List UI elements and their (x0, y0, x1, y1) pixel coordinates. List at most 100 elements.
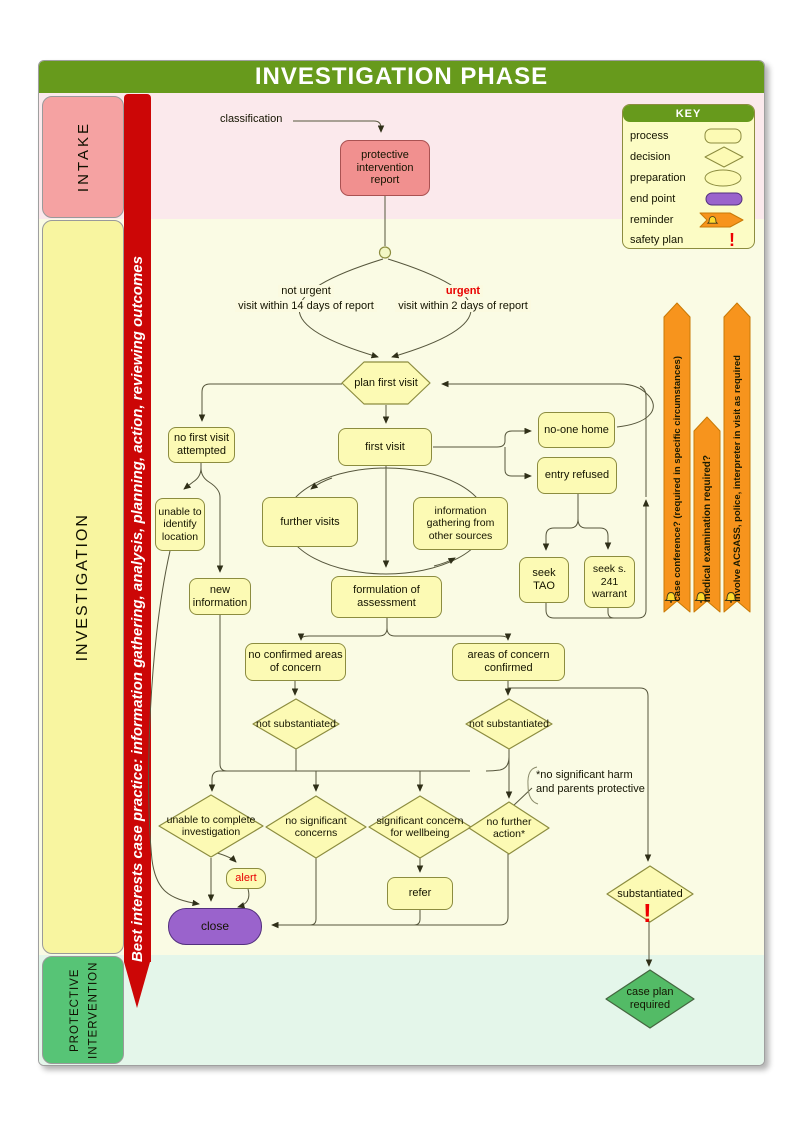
label-not-urgent-line1: not urgent (278, 285, 334, 297)
edge-to-seek-tao (542, 518, 579, 551)
edge-bypass-substantiated (508, 687, 652, 862)
bell-icon (706, 215, 719, 224)
reminder-involve-acsass: involve ACSASS, police, interpreter in v… (727, 308, 748, 602)
cycle-arrow-top (310, 477, 333, 490)
best-interests-ribbon: Best interests case practice: informatio… (124, 94, 151, 962)
edge-seek-merge-up (545, 499, 650, 619)
diamond-significant-concern (368, 795, 472, 859)
reminder-medical-exam: medical examination required? (697, 424, 718, 602)
node-protective-intervention-report: protective intervention report (340, 140, 430, 196)
edge-unablecomplete-alert (216, 852, 237, 863)
cycle-arrow-bottom (433, 557, 456, 567)
node-first-visit: first visit (338, 428, 432, 466)
label-urgent-line2: visit within 2 days of report (395, 299, 531, 312)
key-label-safety-plan: safety plan (630, 233, 684, 246)
node-entry-refused: entry refused (537, 457, 617, 494)
junction-circle (378, 246, 392, 259)
node-seek-tao: seek TAO (519, 557, 569, 603)
label-significant-concern: significant concern for wellbeing (376, 814, 464, 839)
diamond-not-substantiated-right (465, 698, 553, 750)
node-new-information: new information (189, 578, 251, 615)
label-case-plan-required: case plan required (626, 986, 674, 1011)
reminder-medical-exam-text: medical examination required? (702, 454, 713, 602)
edge-loop-to-planfirstvisit (441, 380, 654, 428)
key-row-safety-plan: safety plan ! (623, 229, 754, 250)
lane-label-protective-intervention: PROTECTIVE INTERVENTION (42, 956, 124, 1064)
node-close-endpoint: close (168, 908, 262, 945)
edge-note-pointer (512, 787, 533, 807)
label-substantiated: substantiated (617, 887, 683, 900)
end-point-swatch-icon (705, 192, 743, 205)
key-label-end-point: end point (630, 192, 676, 205)
diamond-no-further-action (468, 801, 550, 855)
key-title: KEY (623, 105, 754, 122)
bell-icon (694, 592, 708, 601)
key-legend: KEY process decision preparation end poi… (622, 104, 755, 249)
node-unable-identify-location: unable to identify location (155, 498, 205, 551)
key-row-reminder: reminder (623, 209, 754, 230)
edge-refer-closebus (413, 910, 421, 926)
lane-label-intake: INTAKE (42, 96, 124, 218)
bell-clapper (669, 600, 673, 603)
process-swatch-icon (704, 128, 742, 143)
node-further-visits: further visits (262, 497, 358, 547)
edge-close-bus (271, 854, 509, 929)
reminder-arrow-involve-acsass (723, 302, 751, 613)
bell-clapper (699, 600, 703, 603)
label-urgent: urgent visit within 2 days of report (380, 284, 546, 314)
edge-to-new-information (200, 467, 224, 573)
bell-clapper (729, 600, 733, 603)
diamond-substantiated (606, 865, 694, 923)
edge-notsubright-bus (485, 756, 510, 772)
reminder-bells (664, 592, 738, 603)
reminder-arrow-case-conference (663, 302, 691, 613)
edge-to-seek-warrant (577, 518, 612, 550)
label-urgent-line1: urgent (442, 285, 484, 297)
node-alert: alert (226, 868, 266, 889)
label-plan-first-visit: plan first visit (354, 376, 418, 389)
node-no-confirmed-areas: no confirmed areas of concern (245, 643, 346, 681)
edge-to-areasconfirmed (386, 627, 512, 641)
note-line2: and parents protective (536, 783, 645, 796)
key-row-process: process (623, 125, 754, 146)
edge-merge-to-loop (639, 385, 647, 497)
key-row-end-point: end point (623, 188, 754, 209)
key-label-reminder: reminder (630, 213, 674, 226)
diamond-case-plan-required (605, 969, 695, 1029)
note-no-significant-harm: *no significant harm and parents protect… (536, 768, 696, 797)
hexagon-plan-first-visit (341, 361, 431, 405)
node-areas-confirmed: areas of concern confirmed (452, 643, 565, 681)
diamond-no-significant-concerns (265, 795, 367, 859)
diamond-not-substantiated-left (252, 698, 340, 750)
node-information-gathering: information gathering from other sources (413, 497, 508, 550)
edge-firstvisit-noonehome (433, 427, 532, 448)
node-formulation-assessment: formulation of assessment (331, 576, 442, 618)
node-refer: refer (387, 877, 453, 910)
label-unable-complete: unable to complete investigation (166, 813, 256, 838)
reminder-arrow-medical-exam (693, 416, 721, 613)
node-no-one-home: no-one home (538, 412, 615, 448)
safety-plan-key-icon: ! (729, 229, 735, 250)
key-row-preparation: preparation (623, 167, 754, 188)
label-classification: classification (220, 113, 283, 125)
label-not-substantiated-right: not substantiated (469, 717, 549, 730)
reminder-swatch-icon (699, 212, 744, 227)
key-label-preparation: preparation (630, 171, 686, 184)
diamond-unable-complete (158, 794, 264, 858)
lane-label-investigation: INVESTIGATION (42, 220, 124, 954)
edge-firstvisit-entryrefused (504, 447, 532, 480)
edge-to-noconfirmed (297, 627, 388, 641)
label-no-significant-concerns: no significant concerns (285, 814, 347, 839)
node-seek-s241-warrant: seek s. 241 warrant (584, 556, 635, 608)
edge-warrant-merge (607, 608, 615, 619)
note-brace (527, 766, 539, 805)
safety-plan-exclamation-icon: ! (643, 898, 652, 928)
label-not-urgent-line2: visit within 14 days of report (235, 299, 377, 312)
node-no-first-visit-attempted: no first visit attempted (168, 427, 235, 463)
label-no-further-action: no further action* (486, 815, 532, 840)
bell-icon (664, 592, 678, 601)
edge-classification-report (293, 120, 385, 133)
edge-nosig-closebus (309, 858, 317, 926)
reminder-case-conference-text: case conference? (required in specific c… (672, 356, 683, 602)
